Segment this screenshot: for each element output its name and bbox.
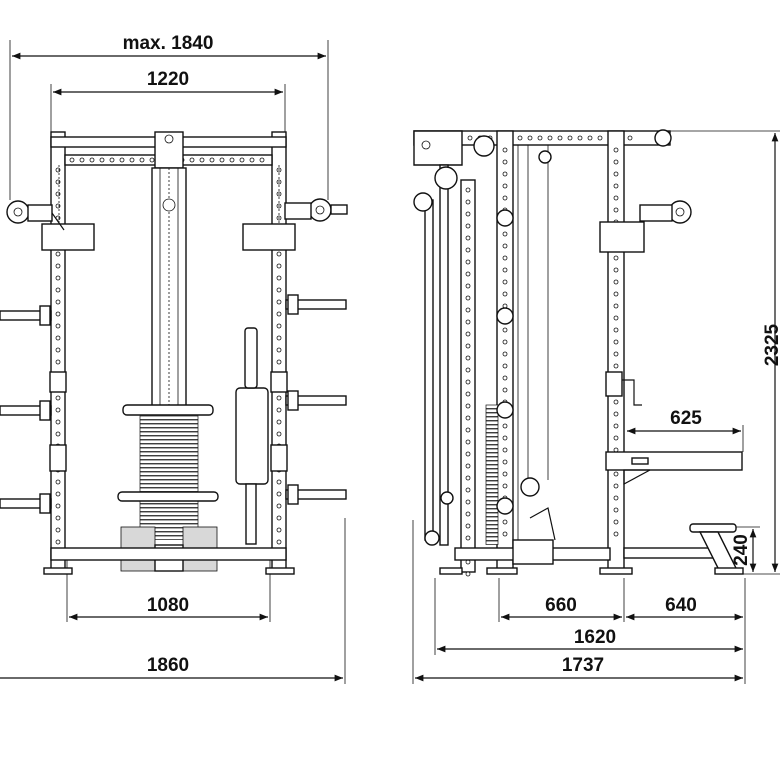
dip-arm — [605, 451, 743, 471]
height-label: 2325 — [762, 323, 780, 366]
side-view: 2325 625 240 660 640 1620 — [412, 129, 780, 684]
dim-max-width: max. 1840 — [9, 33, 329, 200]
base-rail — [50, 547, 287, 561]
dim-top-width: 1220 — [50, 69, 286, 135]
dim-arm-length: 625 — [627, 408, 744, 452]
plate-storage-left — [0, 305, 52, 514]
total-width-label: 1860 — [147, 655, 189, 676]
left-swivel-pulley — [6, 200, 95, 251]
rack-depth-label: 660 — [545, 595, 577, 616]
side-swivel-pulley — [599, 200, 692, 253]
dim-frame-depth: 1620 — [434, 578, 743, 655]
front-view: max. 1840 1220 1080 1860 — [0, 33, 348, 684]
inner-width-label: 1080 — [147, 595, 189, 616]
total-depth-label: 1737 — [562, 655, 604, 676]
side-bench — [689, 523, 744, 575]
dim-height: 2325 — [630, 130, 780, 575]
arm-length-label: 625 — [670, 408, 702, 429]
dim-inner-width: 1080 — [66, 560, 271, 622]
side-weight-stack — [485, 404, 499, 545]
bench-depth-label: 640 — [665, 595, 697, 616]
top-width-label: 1220 — [147, 69, 189, 90]
bench-height-label: 240 — [731, 534, 752, 566]
max-width-label: max. 1840 — [123, 33, 214, 54]
side-upright-holes — [465, 147, 619, 577]
dim-bench-depth: 640 — [626, 578, 746, 684]
weight-stack — [139, 415, 199, 540]
plate-storage-right — [285, 294, 347, 505]
dim-total-width: 1860 — [0, 518, 346, 684]
dim-rack-depth: 660 — [498, 578, 625, 622]
frame-depth-label: 1620 — [574, 627, 616, 648]
right-swivel-pulley — [242, 198, 348, 251]
dim-total-depth: 1737 — [412, 520, 743, 684]
weight-stack-bar — [122, 404, 214, 416]
bar-holder — [235, 387, 269, 485]
